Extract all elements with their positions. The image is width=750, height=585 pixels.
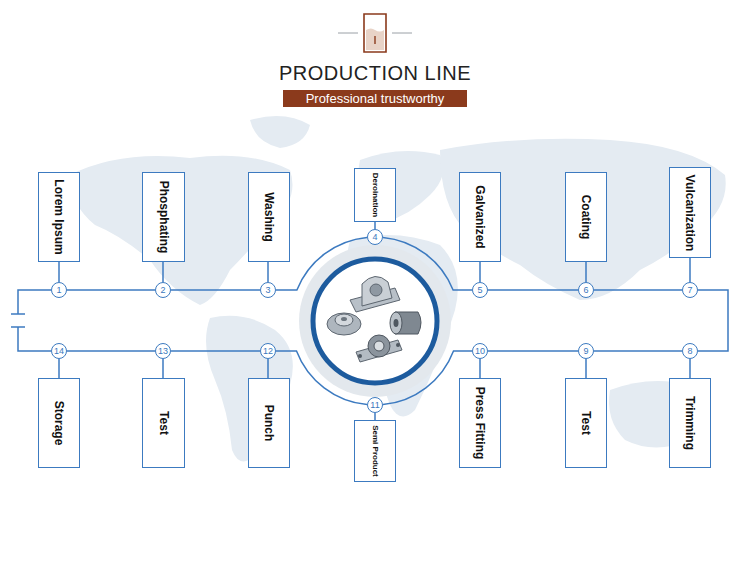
step-number-circle: 3	[260, 282, 276, 298]
subtitle-band: Professional trustworthy	[283, 90, 467, 107]
step-label: Test	[157, 411, 171, 435]
step-number-text: 12	[263, 347, 273, 356]
step-number-text: 4	[372, 233, 377, 242]
step-label: Vulcanization	[683, 174, 697, 251]
flow-connector	[689, 359, 691, 378]
process-box: Test	[142, 378, 185, 468]
step-label: Lorem Ipsum	[52, 179, 66, 254]
process-box: Washing	[248, 172, 290, 262]
process-box: Phosphating	[142, 172, 185, 262]
flow-connector	[58, 262, 60, 282]
flow-connector	[585, 359, 587, 378]
step-label: Semi Product	[371, 425, 380, 477]
step-number-text: 8	[687, 347, 692, 356]
step-number-text: 1	[56, 286, 61, 295]
flow-connector	[594, 350, 682, 352]
process-box: Vulcanization	[669, 167, 711, 258]
process-box: Semi Product	[354, 420, 396, 482]
step-label: Test	[579, 411, 593, 435]
step-number-circle: 14	[51, 343, 67, 359]
step-number-text: 6	[583, 286, 588, 295]
flow-connector	[488, 350, 578, 352]
step-label: Punch	[262, 405, 276, 442]
process-box: Press Fitting	[459, 378, 501, 468]
process-box: Coating	[565, 172, 607, 262]
process-box: Lorem Ipsum	[38, 172, 80, 262]
flow-connector	[171, 350, 260, 352]
step-number-circle: 8	[682, 343, 698, 359]
step-number-text: 7	[687, 286, 692, 295]
flow-connector	[171, 289, 260, 291]
step-number-circle: 1	[51, 282, 67, 298]
step-number-circle: 12	[260, 343, 276, 359]
flow-connector	[267, 262, 269, 282]
loop-break	[11, 290, 51, 351]
step-number-circle: 6	[578, 282, 594, 298]
step-number-text: 3	[265, 286, 270, 295]
flow-connector	[267, 359, 269, 378]
flow-connector	[689, 258, 691, 282]
flow-connector	[479, 262, 481, 282]
flow-connector	[67, 350, 155, 352]
step-number-text: 10	[475, 347, 485, 356]
step-number-circle: 7	[682, 282, 698, 298]
process-box: Storage	[38, 378, 80, 468]
step-number-text: 11	[370, 401, 379, 410]
flow-connector	[594, 289, 682, 291]
flow-connector	[162, 262, 164, 282]
step-number-text: 13	[158, 347, 168, 356]
step-label: Deroination	[371, 173, 380, 217]
step-label: Press Fitting	[473, 387, 487, 460]
step-label: Phosphating	[157, 181, 171, 254]
process-box: Punch	[248, 378, 290, 468]
header-icon	[338, 14, 412, 52]
process-box: Test	[565, 378, 607, 468]
step-label: Trimming	[683, 396, 697, 450]
step-label: Galvanized	[473, 185, 487, 248]
process-box: Trimming	[669, 378, 711, 468]
flow-connector	[698, 290, 728, 351]
subtitle-text: Professional trustworthy	[306, 91, 445, 106]
step-number-text: 9	[583, 347, 588, 356]
flow-connector	[67, 289, 155, 291]
flow-connector	[58, 359, 60, 378]
step-number-circle: 9	[578, 343, 594, 359]
flow-connector	[162, 359, 164, 378]
step-number-circle: 10	[472, 343, 488, 359]
flow-connector	[585, 262, 587, 282]
step-label: Washing	[262, 192, 276, 242]
step-number-circle: 2	[155, 282, 171, 298]
step-number-text: 5	[477, 286, 482, 295]
process-box: Galvanized	[459, 172, 501, 262]
title: PRODUCTION LINE	[0, 62, 750, 85]
flow-connector	[374, 222, 376, 229]
flow-connector	[479, 359, 481, 378]
step-number-circle: 11	[367, 397, 383, 413]
step-number-circle: 4	[367, 229, 383, 245]
product-illustration	[299, 245, 451, 397]
step-label: Storage	[52, 401, 66, 446]
flow-connector	[374, 413, 376, 420]
process-box: Deroination	[354, 168, 396, 222]
step-number-circle: 13	[155, 343, 171, 359]
step-label: Coating	[579, 195, 593, 240]
step-number-text: 2	[160, 286, 165, 295]
step-number-text: 14	[54, 347, 64, 356]
flow-connector	[488, 289, 578, 291]
step-number-circle: 5	[472, 282, 488, 298]
